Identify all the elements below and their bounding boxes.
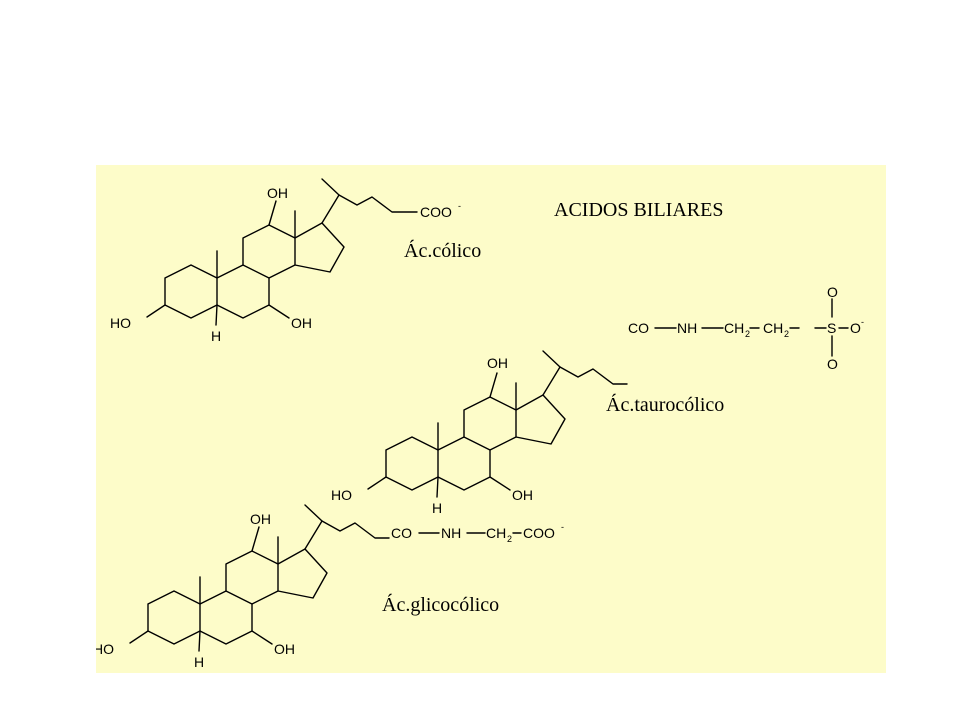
charge-minus: - [458, 201, 461, 211]
ho-atom: HO [96, 641, 114, 657]
molecule-taurocholic-acid: OH HO OH H CO NH CH 2 CH 2 S O O O - Ác.… [331, 284, 864, 516]
oh-atom: OH [512, 487, 533, 503]
subscript-2: 2 [507, 534, 512, 544]
co-group: CO [628, 320, 649, 336]
ch2-group: CH [724, 320, 744, 336]
coo-group: COO [420, 204, 452, 220]
sulfur-atom: S [827, 320, 836, 336]
bile-acids-diagram: OH HO OH H COO - Ác.cólico ACIDOS BILIAR… [96, 165, 886, 673]
subscript-2: 2 [745, 329, 750, 339]
ch2-group: CH [486, 525, 506, 541]
coo-group: COO [523, 525, 555, 541]
molecule-name: Ác.cólico [404, 239, 481, 262]
h-atom: H [211, 328, 221, 344]
diagram-title: ACIDOS BILIARES [554, 199, 723, 221]
oh-atom: OH [274, 641, 295, 657]
oxygen-atom: O [850, 320, 861, 336]
oxygen-atom: O [827, 356, 838, 372]
molecule-glycocholic-acid: OH HO OH H CO NH CH 2 COO - Ác.glicocóli… [96, 504, 564, 670]
ho-atom: HO [110, 315, 131, 331]
charge-minus: - [861, 317, 864, 327]
co-group: CO [391, 525, 412, 541]
oh-atom: OH [250, 511, 271, 527]
steroid-skeleton [129, 504, 522, 652]
panel-background [96, 165, 886, 673]
steroid-skeleton [367, 298, 849, 498]
molecule-name: Ác.taurocólico [606, 393, 724, 416]
nh-group: NH [441, 525, 461, 541]
ho-atom: HO [331, 487, 352, 503]
nh-group: NH [677, 320, 697, 336]
oh-atom: OH [487, 355, 508, 371]
h-atom: H [432, 500, 442, 516]
steroid-skeleton [146, 178, 418, 326]
ch2-group: CH [763, 320, 783, 336]
h-atom: H [194, 654, 204, 670]
diagram-panel: OH HO OH H COO - Ác.cólico ACIDOS BILIAR… [96, 165, 886, 673]
molecule-cholic-acid: OH HO OH H COO - Ác.cólico [110, 178, 481, 344]
molecule-name: Ác.glicocólico [382, 593, 499, 616]
oh-atom: OH [267, 185, 288, 201]
oxygen-atom: O [827, 284, 838, 300]
oh-atom: OH [291, 315, 312, 331]
charge-minus: - [561, 522, 564, 532]
subscript-2: 2 [784, 329, 789, 339]
